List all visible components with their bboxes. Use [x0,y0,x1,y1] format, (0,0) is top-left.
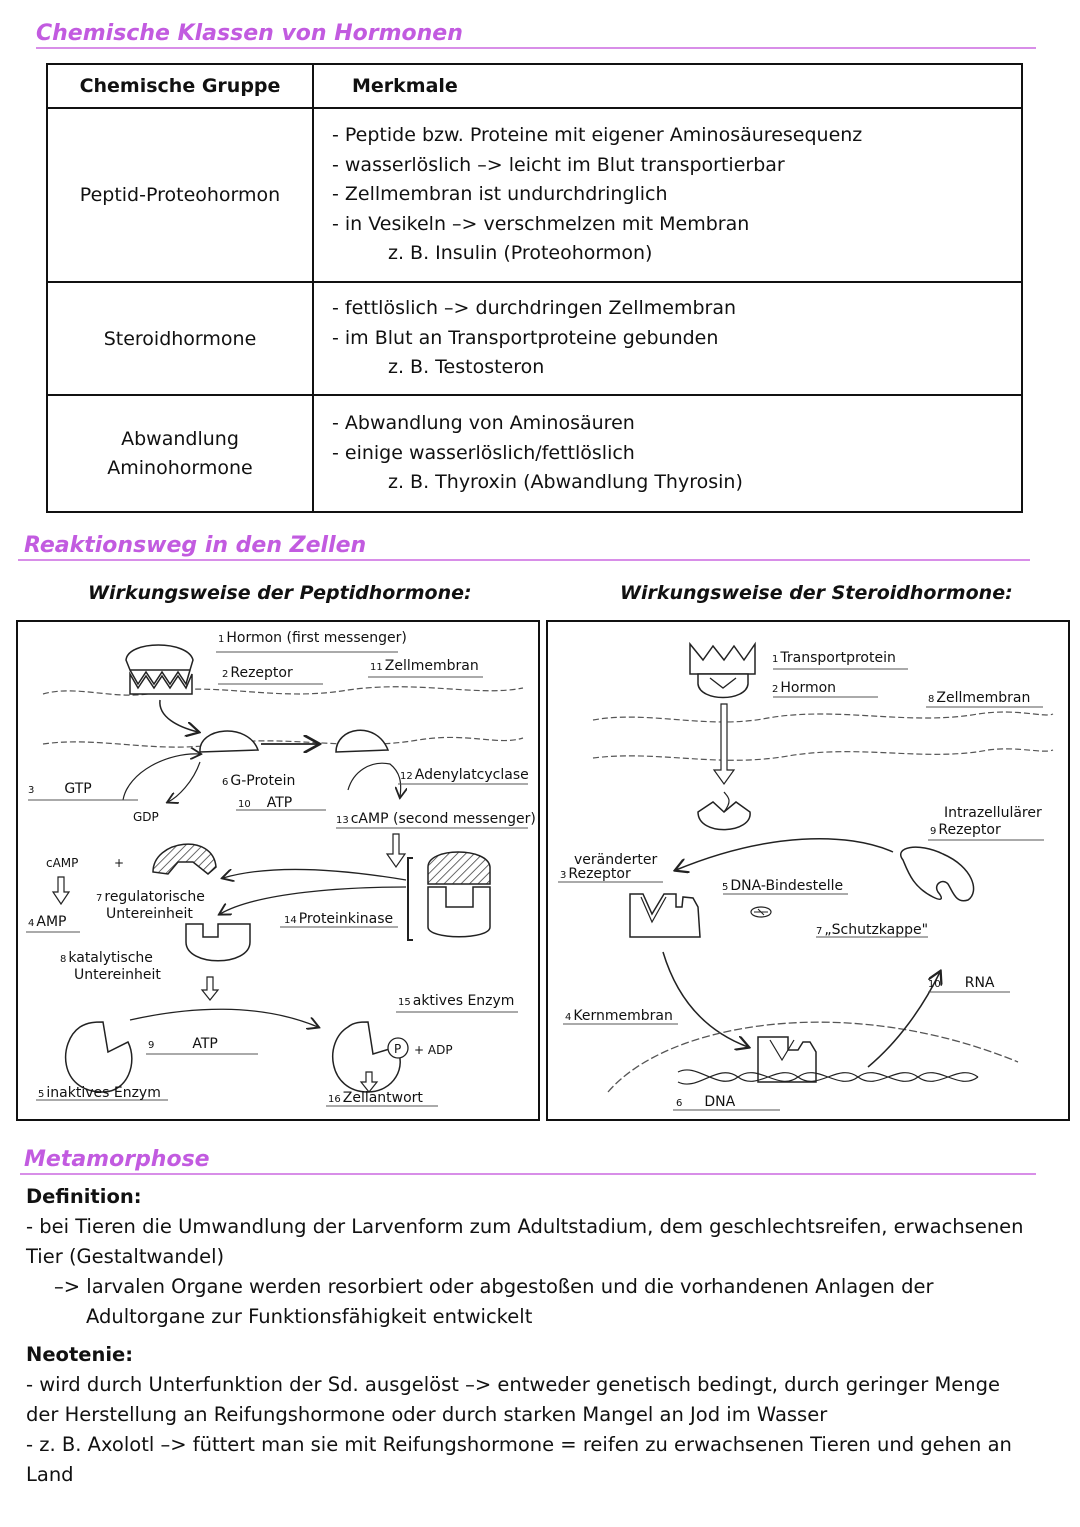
group-line: Aminohormone [107,456,253,479]
column-header-features: Merkmale [312,63,1023,109]
definition-line: Tier (Gestaltwandel) [26,1245,225,1268]
section-title-metamorphosis: Metamorphose [24,1147,210,1172]
definition-line: - bei Tieren die Umwandlung der Larvenfo… [26,1215,1024,1238]
steroid-diagram-title: Wirkungsweise der Steroidhormone: [620,582,1013,604]
metamorphosis-text: Definition: - bei Tieren die Umwandlung … [26,1182,1056,1490]
label-gdp: GDP [133,810,159,824]
group-cell: Abwandlung Aminohormone [46,394,314,513]
definition-line: –> larvalen Organe werden resorbiert ode… [54,1275,934,1298]
feature-line: - Peptide bzw. Proteine mit eigener Amin… [332,124,863,147]
column-header-group: Chemische Gruppe [46,63,314,109]
label-regulatory-unit-2: Untereinheit [106,906,193,922]
group-line: Abwandlung [121,427,239,450]
label-camp: cAMP [46,856,79,870]
neoteny-line: - wird durch Unterfunktion der Sd. ausge… [26,1373,1001,1396]
label-intracellular-receptor: Intrazellulärer [944,805,1042,821]
features-cell: - Peptide bzw. Proteine mit eigener Amin… [312,107,1023,283]
label-adp: + ADP [414,1043,453,1057]
table-row: Abwandlung Aminohormone - Abwandlung von… [46,394,1023,513]
title-underline [18,559,1030,561]
feature-line: - im Blut an Transportproteine gebunden [332,326,719,349]
label-protective-cap: 7„Schutzkappe" [816,922,929,938]
peptide-diagram-title: Wirkungsweise der Peptidhormone: [88,582,472,604]
feature-line: - fettlöslich –> durchdringen Zellmembra… [332,297,737,320]
steroid-diagram-graphics [558,641,1054,1111]
label-phosphate: P [394,1042,402,1056]
spacer [26,1332,1056,1340]
table-row: Steroidhormone - fettlöslich –> durchdri… [46,281,1023,396]
feature-line: - Abwandlung von Aminosäuren [332,412,635,435]
hormone-classes-table: Chemische Gruppe Merkmale Peptid-Proteoh… [46,63,1023,513]
title-underline [20,1173,1036,1175]
example-line: z. B. Thyroxin (Abwandlung Thyrosin) [388,471,743,494]
group-cell: Peptid-Proteohormon [46,107,314,283]
features-cell: - fettlöslich –> durchdringen Zellmembra… [312,281,1023,396]
neoteny-line: - z. B. Axolotl –> füttert man sie mit R… [26,1433,1012,1456]
features-cell: - Abwandlung von Aminosäuren - einige wa… [312,394,1023,513]
group-cell: Steroidhormone [46,281,314,396]
neoteny-label: Neotenie: [26,1343,134,1366]
label-changed-receptor: veränderter [574,852,658,868]
feature-line: - in Vesikeln –> verschmelzen mit Membra… [332,212,750,235]
section-title-reaction-path: Reaktionsweg in den Zellen [24,533,367,558]
table-row: Peptid-Proteohormon - Peptide bzw. Prote… [46,107,1023,283]
neoteny-line: Land [26,1463,74,1486]
title-underline [36,47,1036,49]
neoteny-line: der Herstellung an Reifungshormone oder … [26,1403,828,1426]
example-line: z. B. Testosteron [388,356,545,379]
example-line: z. B. Insulin (Proteohormon) [388,242,653,265]
label-plus: + [114,856,125,870]
peptide-diagram-graphics [26,644,528,1107]
feature-line: - Zellmembran ist undurchdringlich [332,183,668,206]
label-catalytic-unit-2: Untereinheit [74,967,161,983]
feature-line: - einige wasserlöslich/fettlöslich [332,441,635,464]
table-header-row: Chemische Gruppe Merkmale [46,63,1023,109]
feature-line: - wasserlöslich –> leicht im Blut transp… [332,153,785,176]
section-title-hormone-classes: Chemische Klassen von Hormonen [36,21,463,46]
definition-line: Adultorgane zur Funktionsfähigkeit entwi… [86,1305,533,1328]
definition-label: Definition: [26,1185,142,1208]
